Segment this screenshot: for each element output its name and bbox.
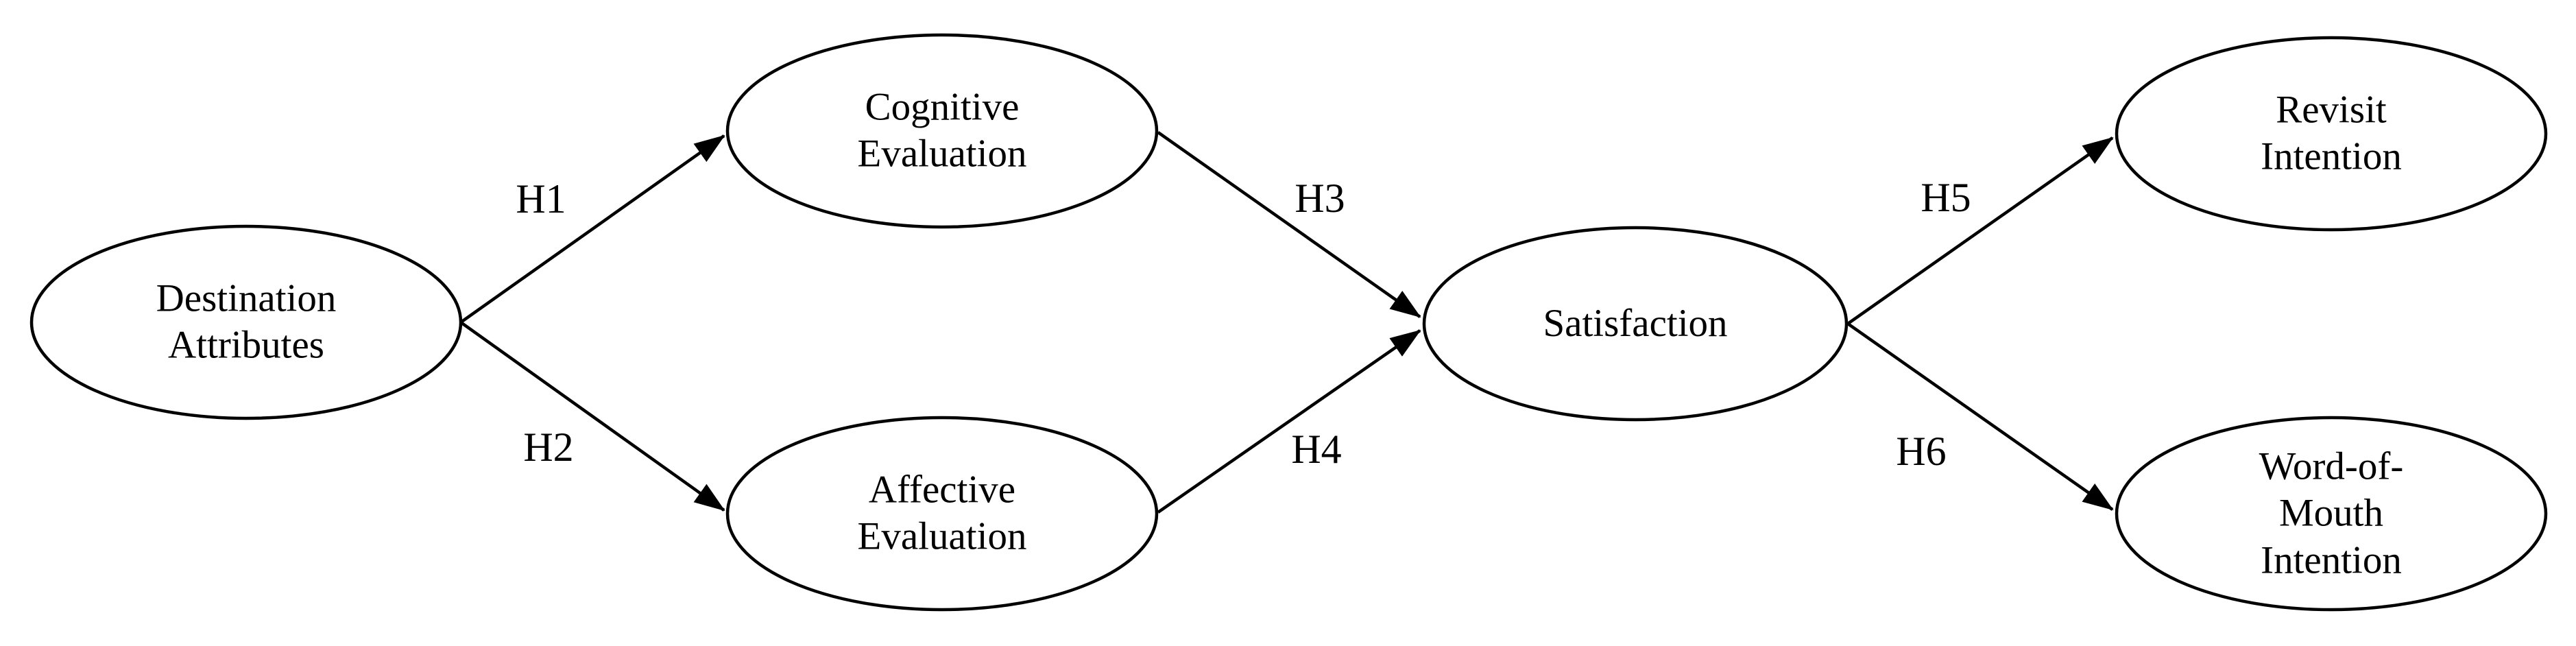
- node-label-word-of-mouth-intention: Word-of- Mouth Intention: [2259, 444, 2404, 582]
- node-ellipse-destination-attributes: [29, 224, 463, 420]
- node-ellipse-satisfaction: [1422, 226, 1849, 422]
- node-label-affective-evaluation: Affective Evaluation: [857, 468, 1027, 558]
- edge-label-h2: H2: [523, 424, 574, 470]
- edge-h4-arrow: [1157, 329, 1421, 514]
- edge-label-h6: H6: [1896, 429, 1947, 474]
- node-ellipse-cognitive-evaluation: [725, 33, 1159, 229]
- node-label-revisit-intention: Revisit Intention: [2261, 88, 2402, 178]
- node-label-cognitive-evaluation: Cognitive Evaluation: [857, 85, 1027, 176]
- node-label-destination-attributes: Destination Attributes: [156, 276, 337, 367]
- edge-h1-arrow: [459, 134, 725, 324]
- edge-h6-arrow: [1846, 322, 2114, 511]
- node-ellipse-revisit-intention: [2115, 36, 2548, 232]
- node-label-satisfaction: Satisfaction: [1543, 301, 1728, 345]
- node-ellipse-affective-evaluation: [725, 416, 1159, 612]
- edge-label-h4: H4: [1291, 427, 1342, 472]
- edge-label-h5: H5: [1921, 175, 1971, 220]
- edge-label-h1: H1: [516, 176, 566, 222]
- edge-h2-arrow: [459, 321, 725, 512]
- edge-h3-arrow: [1157, 131, 1421, 318]
- node-ellipse-word-of-mouth-intention: [2115, 416, 2548, 612]
- edge-h5-arrow: [1846, 136, 2114, 325]
- edge-label-h3: H3: [1295, 176, 1345, 221]
